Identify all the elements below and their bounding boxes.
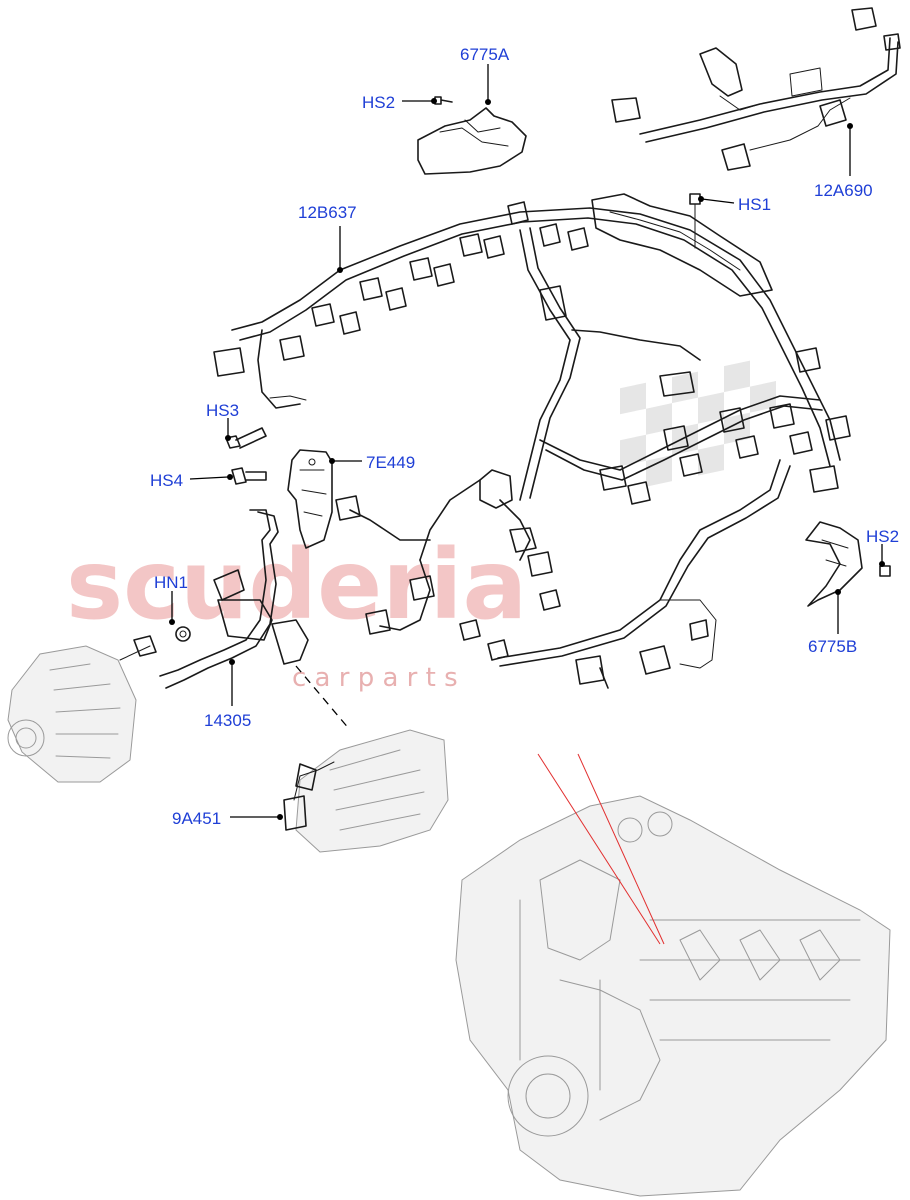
callout-14305[interactable]: 14305 (204, 711, 251, 730)
harness-12B637 (213, 193, 851, 689)
callout-HS2-right[interactable]: HS2 (866, 527, 899, 546)
bracket-7E449 (287, 449, 333, 549)
stud-HS1 (689, 193, 701, 249)
bolt-HS3 (225, 427, 267, 449)
callout-12B637[interactable]: 12B637 (298, 203, 357, 222)
harness-12A690 (611, 7, 901, 171)
watermark-subtitle: c a r p a r t s (292, 663, 458, 693)
callout-9A451[interactable]: 9A451 (172, 809, 221, 828)
callout-6775A[interactable]: 6775A (460, 45, 510, 64)
heat-shield-6775B (805, 521, 891, 607)
callout-12A690[interactable]: 12A690 (814, 181, 873, 200)
watermark-brand: scuderia (66, 529, 527, 641)
checkered-flag-mark (620, 360, 776, 487)
engine-block (455, 795, 891, 1197)
callout-HS1[interactable]: HS1 (738, 195, 771, 214)
leaders (169, 64, 885, 820)
bolt-HS4 (231, 467, 267, 485)
heat-shield-6775A (417, 96, 527, 175)
callout-HS3[interactable]: HS3 (206, 401, 239, 420)
callout-HS2-top[interactable]: HS2 (362, 93, 395, 112)
nut-HN1 (175, 626, 191, 642)
watermark: scuderia c a r p a r t s (66, 360, 776, 693)
callout-HN1[interactable]: HN1 (154, 573, 188, 592)
callouts: 6775A HS2 12A690 12B637 HS1 HS3 HS4 7E44… (150, 45, 899, 828)
starter-motor-9A451 (283, 729, 449, 853)
pointer-line-2 (577, 753, 665, 945)
callout-HS4[interactable]: HS4 (150, 471, 183, 490)
cable-14305 (119, 509, 309, 689)
callout-6775B[interactable]: 6775B (808, 637, 857, 656)
alternator (7, 645, 137, 783)
callout-7E449[interactable]: 7E449 (366, 453, 415, 472)
pointer-line-1 (537, 753, 661, 945)
